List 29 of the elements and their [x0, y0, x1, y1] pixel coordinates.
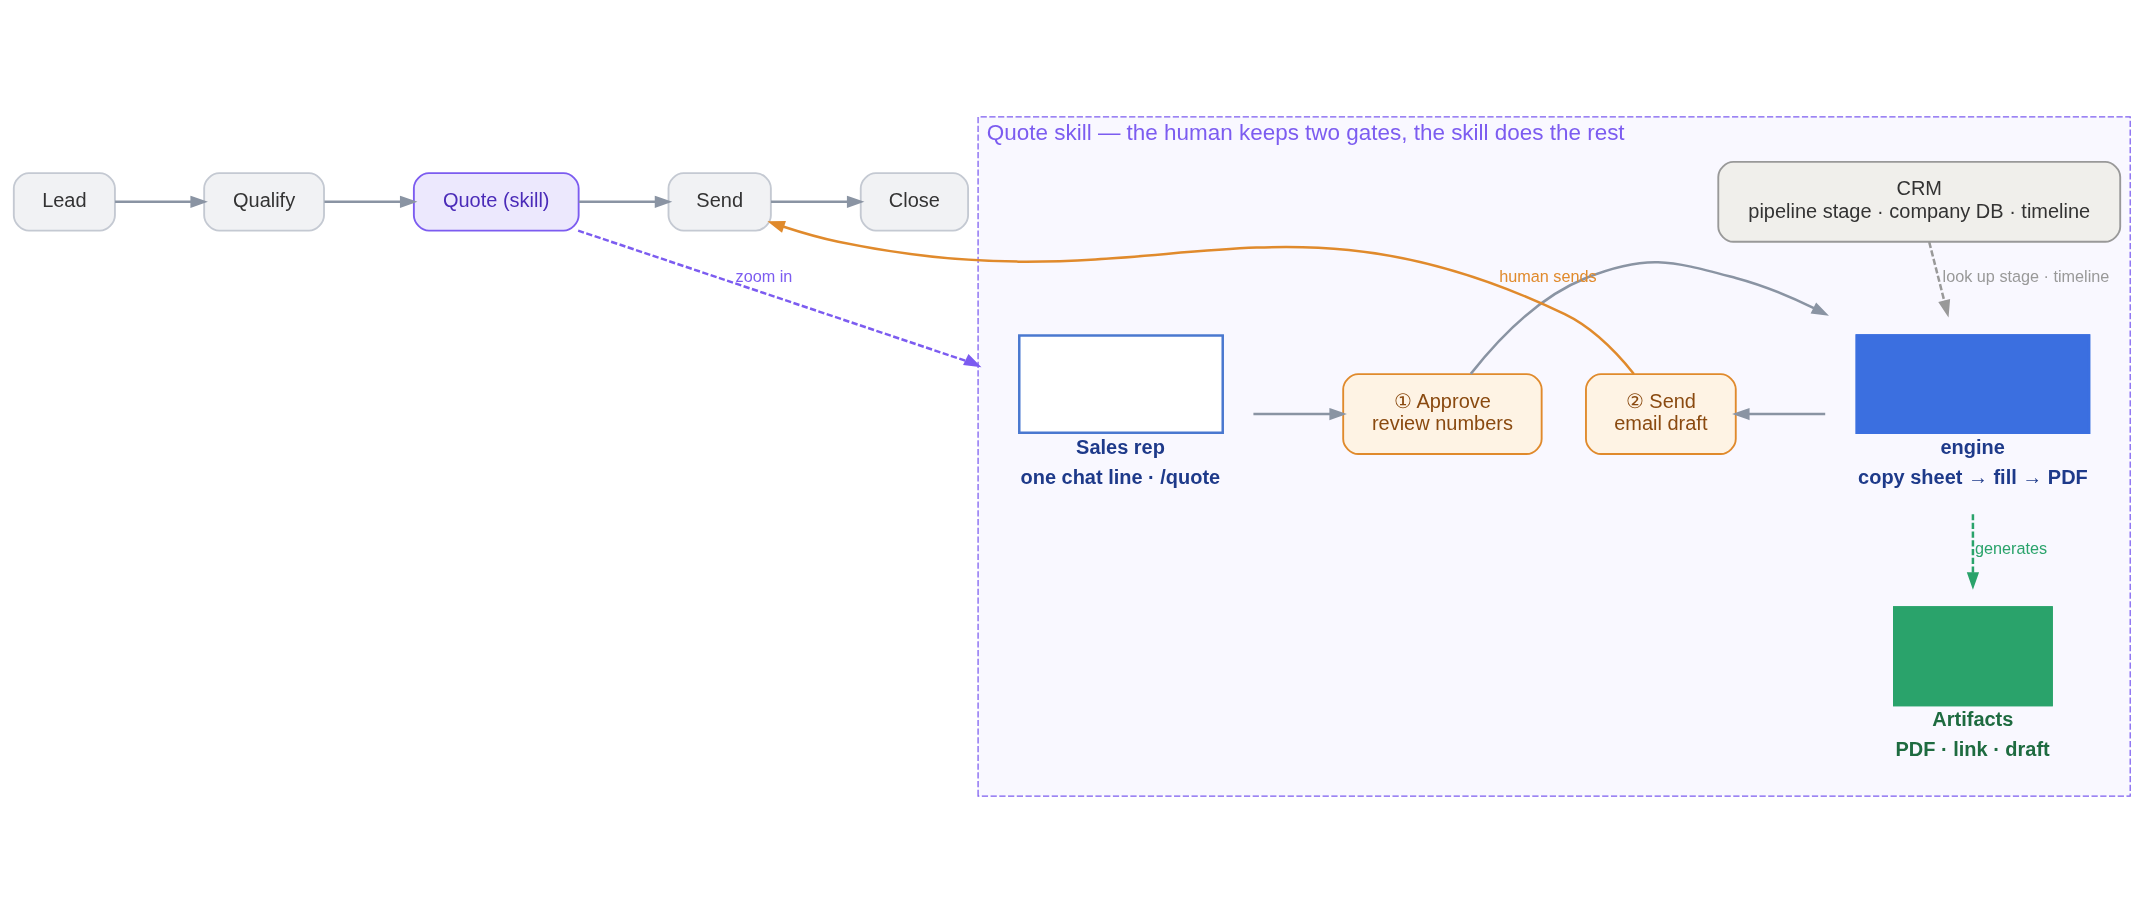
node-box: Close [859, 171, 970, 231]
node-label: Artifacts [1932, 707, 2014, 730]
arrow [324, 195, 418, 208]
edge-label: look up stage · timeline [1942, 266, 2110, 285]
edge-label: human sends [1499, 266, 1597, 285]
node-box: Lead [12, 171, 116, 231]
node-box: Quote (skill) [412, 171, 580, 231]
arrow [767, 220, 1635, 375]
edge-label: zoom in [735, 266, 793, 285]
arrow [1469, 260, 1829, 375]
arrow [1966, 513, 1980, 590]
node-label: copy sheet → fill → PDF [1858, 465, 2088, 488]
arrow [1253, 407, 1347, 420]
arrow [578, 195, 673, 208]
node-box: Send [667, 171, 772, 231]
node-box: Qualify [203, 171, 325, 231]
node-box: ① Approve review numbers [1342, 372, 1543, 455]
edge-label: generates [1974, 538, 2048, 557]
node-box: ② Send email draft [1585, 372, 1737, 455]
arrow [771, 195, 865, 208]
arrow [1732, 407, 1826, 420]
node-label: Sales rep [1076, 435, 1165, 458]
arrow [115, 195, 208, 208]
node-label: PDF · link · draft [1895, 737, 2050, 760]
node-label: one chat line · /quote [1020, 465, 1221, 488]
arrow [577, 228, 982, 367]
arrow [1928, 241, 1951, 318]
node-label: engine [1940, 435, 2005, 458]
node-box: CRM pipeline stage · company DB · timeline [1717, 160, 2122, 243]
